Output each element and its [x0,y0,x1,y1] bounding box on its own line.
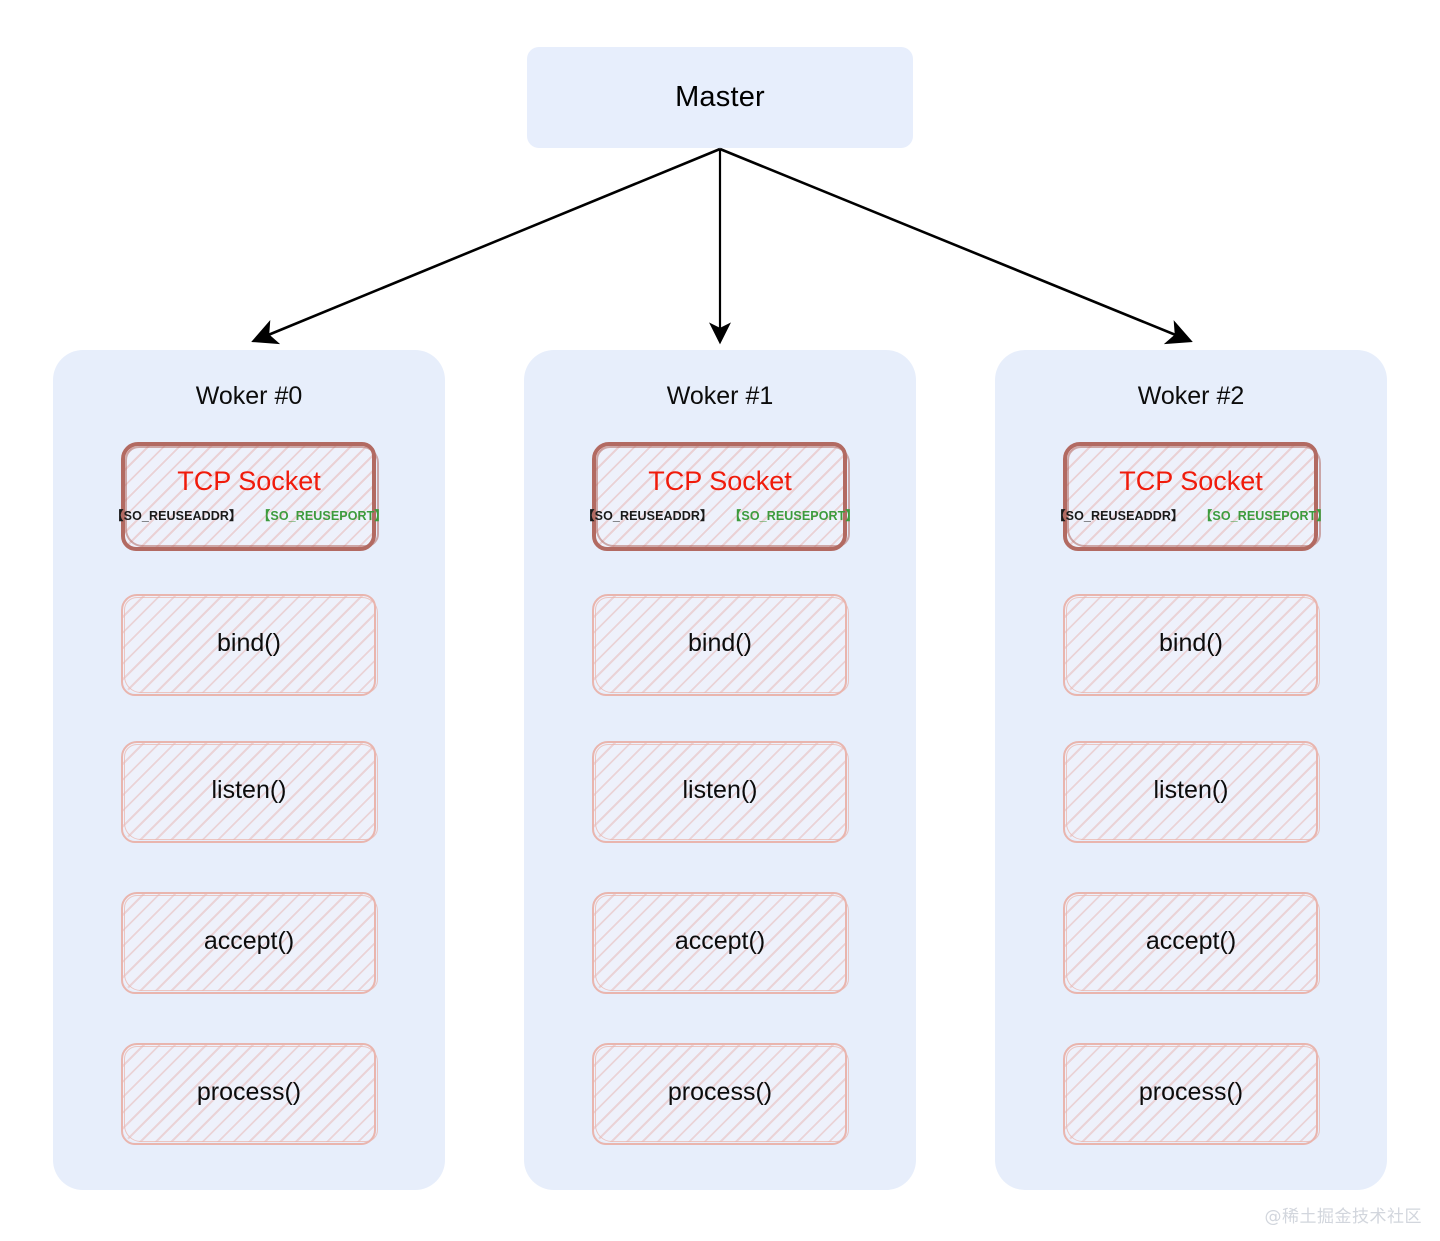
flag-so-reuseaddr-2: 【SO_REUSEADDR】 [1053,508,1184,523]
step-label-process-1: process() [667,1078,773,1107]
worker-panel-2[interactable]: Woker #2 TCP Socket 【SO_REUSEADDR】 【SO_R… [995,350,1387,1190]
step-node-listen-0[interactable]: listen() [121,741,378,843]
flag-so-reuseport-0: 【SO_REUSEPORT】 [257,508,387,523]
flag-so-reuseport-1: 【SO_REUSEPORT】 [728,508,858,523]
worker-title-0: Woker #0 [195,382,303,410]
step-node-process-1[interactable]: process() [592,1043,849,1145]
step-node-bind-2[interactable]: bind() [1063,594,1320,696]
edge-master-to-worker-2 [719,147,1193,345]
watermark: @稀土掘金技术社区 [1264,1207,1422,1227]
step-node-accept-1[interactable]: accept() [592,892,849,994]
step-node-bind-1[interactable]: bind() [592,594,849,696]
tcp-socket-flags-0: 【SO_REUSEADDR】 【SO_REUSEPORT】 [111,505,387,524]
step-label-bind-1: bind() [688,629,752,658]
tcp-socket-title-0: TCP Socket [177,466,321,497]
worker-title-1: Woker #1 [666,382,774,410]
step-label-process-2: process() [1138,1078,1244,1107]
worker-panel-1[interactable]: Woker #1 TCP Socket 【SO_REUSEADDR】 【SO_R… [524,350,916,1190]
step-node-bind-0[interactable]: bind() [121,594,378,696]
step-node-process-0[interactable]: process() [121,1043,378,1145]
tcp-socket-title-1: TCP Socket [648,466,792,497]
step-label-accept-1: accept() [674,927,766,956]
step-node-listen-1[interactable]: listen() [592,741,849,843]
step-node-listen-2[interactable]: listen() [1063,741,1320,843]
flag-so-reuseaddr-1: 【SO_REUSEADDR】 [582,508,713,523]
step-node-accept-0[interactable]: accept() [121,892,378,994]
worker-title-2: Woker #2 [1137,382,1245,410]
tcp-socket-node-1[interactable]: TCP Socket 【SO_REUSEADDR】 【SO_REUSEPORT】 [582,442,858,551]
step-label-accept-2: accept() [1145,927,1237,956]
step-label-process-0: process() [196,1078,302,1107]
flag-so-reuseaddr-0: 【SO_REUSEADDR】 [111,508,242,523]
step-node-accept-2[interactable]: accept() [1063,892,1320,994]
tcp-socket-title-2: TCP Socket [1119,466,1263,497]
tcp-socket-flags-1: 【SO_REUSEADDR】 【SO_REUSEPORT】 [582,505,858,524]
step-node-process-2[interactable]: process() [1063,1043,1320,1145]
edge-master-to-worker-0 [251,147,721,345]
tcp-socket-node-0[interactable]: TCP Socket 【SO_REUSEADDR】 【SO_REUSEPORT】 [111,442,387,551]
tcp-socket-flags-2: 【SO_REUSEADDR】 【SO_REUSEPORT】 [1053,505,1329,524]
flag-so-reuseport-2: 【SO_REUSEPORT】 [1199,508,1329,523]
step-label-listen-2: listen() [1153,776,1229,805]
step-label-listen-0: listen() [211,776,287,805]
master-node[interactable]: Master [527,47,913,148]
step-label-listen-1: listen() [682,776,758,805]
master-label: Master [675,81,765,113]
tcp-socket-node-2[interactable]: TCP Socket 【SO_REUSEADDR】 【SO_REUSEPORT】 [1053,442,1329,551]
step-label-bind-2: bind() [1159,629,1223,658]
step-label-bind-0: bind() [217,629,281,658]
step-label-accept-0: accept() [203,927,295,956]
worker-panel-0[interactable]: Woker #0 TCP Socket 【SO_REUSEADDR】 【SO_R… [53,350,445,1190]
